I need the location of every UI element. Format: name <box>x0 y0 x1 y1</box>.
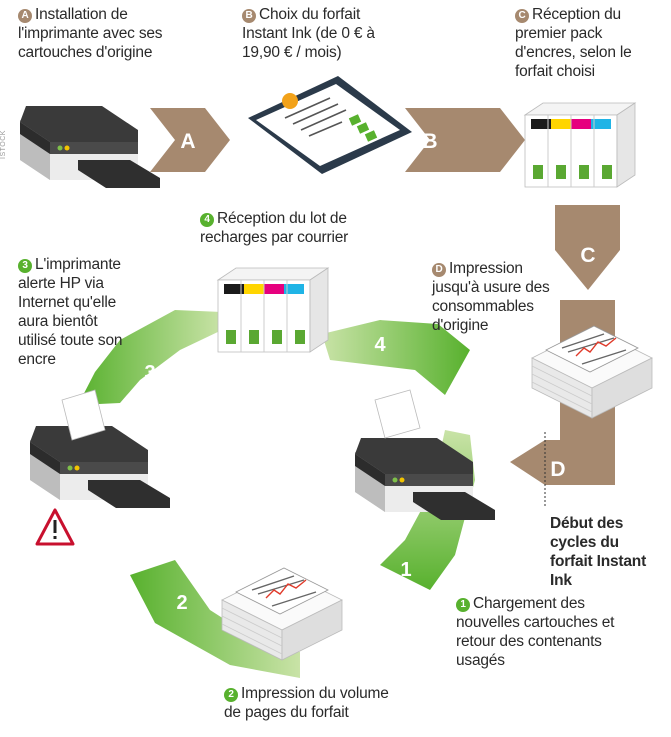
cycle-1-badge: 1 <box>456 598 470 612</box>
arrow-label-c: C <box>580 244 595 267</box>
step-b-text: Choix du forfait Instant Ink (de 0 € à 1… <box>242 6 375 61</box>
cycle-4-badge: 4 <box>200 213 214 227</box>
cycle-3-text: L'imprimante alerte HP via Internet qu'e… <box>18 256 123 368</box>
cycle-arrow-2 <box>130 560 300 678</box>
cycle-label-1: 1 <box>400 559 411 581</box>
step-c-badge: C <box>515 9 529 23</box>
clipboard-illustration <box>248 76 412 174</box>
arrow-label-a: A <box>180 130 195 153</box>
cycle-start-label: Début des cycles du forfait Instant Ink <box>550 515 647 589</box>
arrow-a <box>150 108 230 172</box>
step-a-badge: A <box>18 9 32 23</box>
cycle-label-4: 4 <box>374 334 386 356</box>
arrow-c <box>555 205 620 290</box>
cycle-arrow-3 <box>78 310 222 405</box>
step-a-text: Installation de l'imprimante avec ses ca… <box>18 6 163 61</box>
printer-illustration-a <box>20 106 160 188</box>
paper-sheet-3 <box>61 389 106 441</box>
step-d-text: Impression jusqu'à usure des consommable… <box>432 260 550 334</box>
arrow-b <box>405 108 525 172</box>
step-c-text: Réception du premier pack d'encres, selo… <box>515 6 632 80</box>
arrow-label-d: D <box>550 458 565 481</box>
printer-illustration-3 <box>30 426 170 508</box>
arrow-label-b: B <box>422 130 437 153</box>
cycle-3-badge: 3 <box>18 259 32 273</box>
cycle-arrow-4 <box>322 320 470 395</box>
image-credit: ISTOCK <box>0 130 7 159</box>
paper-sheet-1 <box>374 389 421 439</box>
paperstack-illustration-d <box>531 325 653 419</box>
step-d-badge: D <box>432 263 446 277</box>
cycle-2-badge: 2 <box>224 688 238 702</box>
warning-icon <box>35 508 75 546</box>
cycle-label-3: 3 <box>144 362 155 384</box>
cycle-2-text: Impression du volume de pages du forfait <box>224 685 389 721</box>
cycle-1-text: Chargement des nouvelles cartouches et r… <box>456 595 615 669</box>
step-b-badge: B <box>242 9 256 23</box>
cycle-4-text: Réception du lot de recharges par courri… <box>200 210 349 246</box>
cycle-label-2: 2 <box>176 592 187 614</box>
cartridges-illustration-4 <box>217 267 329 353</box>
cartridges-illustration-c <box>524 102 636 188</box>
